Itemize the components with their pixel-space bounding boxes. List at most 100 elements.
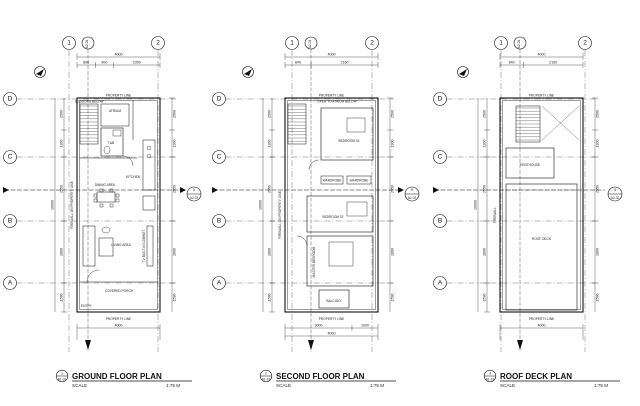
grid-row-C-bubble-label: C [217, 154, 222, 161]
note-firewall: FIREWALL ON PROPERTY LINE [70, 181, 74, 229]
exterior-wall [499, 97, 584, 313]
coffee-table [98, 237, 114, 257]
section-arrow-right-icon [180, 187, 186, 193]
room-bedroom-03 [320, 107, 374, 161]
grid-row-B-bubble-label: B [8, 218, 12, 225]
dim-top-segment: 900 [101, 61, 107, 65]
section-ref-number: 5 [193, 188, 195, 192]
room-penthouse [505, 147, 555, 179]
title-number: 1 [61, 372, 63, 376]
grid-col-2-bubble-label: 2 [583, 40, 587, 47]
grid-col-1-bubble [285, 36, 299, 50]
dim-left-segment: 1300 [268, 140, 272, 148]
dining-table [96, 191, 116, 203]
stairs [287, 103, 307, 145]
section-arrow-left-icon [212, 187, 218, 193]
grid-col-2-bubble [578, 36, 592, 50]
room-kitchen-label: KITCHEN [126, 175, 141, 179]
entry-arrow-icon [517, 340, 523, 350]
grid-col-1-bubble-label: 1 [290, 40, 294, 47]
room-wardrobe-2-label: WARDROBE [350, 179, 369, 183]
exterior-wall-inner [502, 100, 581, 310]
note-open-atrium: OPEN TO ATRIUM BELOW [317, 100, 356, 104]
grid-row-A-bubble-label: A [8, 280, 13, 287]
room-tb-label: T&B [108, 141, 114, 145]
room-balcony-label: BALCONY [326, 299, 342, 303]
dim-overall-left: 10000 [474, 200, 478, 210]
room-balcony [318, 289, 350, 309]
column-ref-text: A2-01 [308, 40, 312, 49]
dim-left-segment: 2890 [60, 248, 64, 256]
room-bedroom-02 [306, 195, 374, 233]
dim-right-segment: 1590 [173, 294, 177, 302]
section-ref-number: 5 [614, 188, 616, 192]
grid-row-B-bubble-label: B [438, 218, 442, 225]
sofa [82, 225, 96, 267]
note-tv-cabinet: TV BUILT-IN CABINET [142, 230, 146, 263]
room-dining-label: DINING AREA [95, 183, 116, 187]
title-sheet-ref: A1-01 [262, 378, 271, 382]
room-roof-deck-label: ROOF DECK [532, 237, 552, 241]
grid-col-2-bubble [365, 36, 379, 50]
dim-right-segment: 2500 [173, 110, 177, 118]
kitchen-counter [142, 139, 156, 191]
section-ref-number: 5 [411, 188, 413, 192]
dim-right-segment: 1590 [391, 294, 395, 302]
title-sheet-ref: A1-01 [486, 378, 495, 382]
room-master-label: MASTER BEDROOM [312, 246, 316, 277]
dim-right-segment: 2500 [391, 110, 395, 118]
dim-top-segment: 2300 [133, 61, 141, 65]
dim-left-segment: 2890 [268, 248, 272, 256]
section-arrow-left-icon [433, 187, 439, 193]
refrigerator [142, 195, 156, 211]
dim-overall-top: 4000 [328, 53, 336, 57]
bed [346, 201, 368, 217]
dining-chair [109, 203, 114, 208]
grid-col-1-bubble-label: 1 [499, 40, 503, 47]
north-arrow-pointer-icon [244, 69, 252, 76]
section-ref-sheet: A2-02 [408, 196, 417, 200]
dim-left-segment: 2500 [483, 110, 487, 118]
scale-value: 1:75 M [370, 383, 384, 388]
grid-row-D-bubble-label: D [438, 96, 443, 103]
exterior-wall [284, 97, 379, 313]
armchair [101, 226, 111, 234]
property-line-label-bottom: PROPERTY LINE [319, 317, 344, 321]
column-ref-text: A2-01 [517, 40, 521, 49]
dim-right-segment: 1300 [173, 140, 177, 148]
section-arrow-left-icon [3, 187, 9, 193]
dim-overall-left: 10000 [51, 200, 55, 210]
dim-top-segment: 840 [295, 61, 301, 65]
door-swing-icon [308, 159, 320, 171]
tv-cabinet [146, 225, 154, 267]
room-bedroom-03-label: BEDROOM 03 [339, 139, 360, 143]
dim-left-segment: 2500 [268, 110, 272, 118]
grid-row-C-bubble-label: C [8, 154, 13, 161]
scale-value: 1:75 M [166, 383, 180, 388]
grid-col-1-bubble [62, 36, 76, 50]
title-number: 3 [489, 372, 491, 376]
dining-chair [93, 193, 98, 198]
dim-right-segment: 2550 [173, 185, 177, 193]
dim-bottom-segment: 1000 [361, 324, 369, 328]
note-firewall: FIREWALL ON PROPERTY LINE [278, 191, 282, 239]
bed [346, 117, 366, 133]
lavatory [112, 129, 122, 137]
door-swing-icon [122, 155, 134, 167]
bed [328, 241, 354, 267]
door-swing-icon [296, 235, 308, 247]
property-line-label-bottom: PROPERTY LINE [106, 317, 131, 321]
title-number: 2 [265, 372, 267, 376]
room-atrium [100, 103, 130, 127]
grid-col-2-bubble-label: 2 [370, 40, 374, 47]
scale-value: 1:75 M [594, 383, 608, 388]
dim-left-segment: 2550 [268, 185, 272, 193]
entry-arrow-icon [85, 340, 91, 350]
dining-chair [99, 188, 104, 193]
grid-row-A-bubble-label: A [217, 280, 222, 287]
dim-right-segment: 2890 [173, 248, 177, 256]
grid-row-D-bubble-label: D [8, 96, 13, 103]
property-line-label-bottom: PROPERTY LINE [529, 317, 554, 321]
